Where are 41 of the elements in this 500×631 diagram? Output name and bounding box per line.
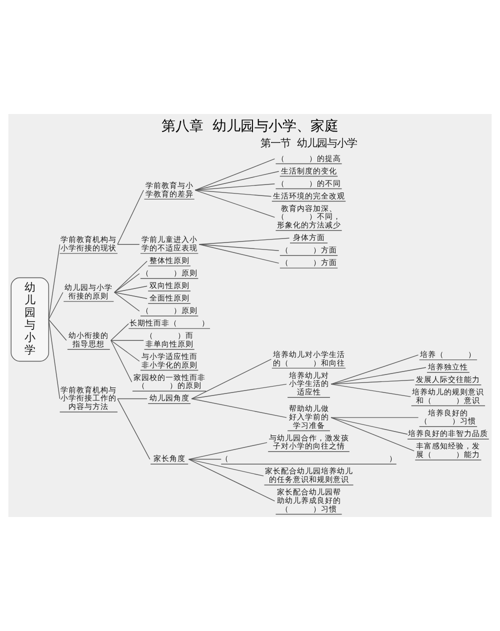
connector — [194, 158, 276, 190]
connector — [330, 354, 419, 385]
node-box: 幼儿园与小学 — [10, 277, 50, 362]
connector — [198, 244, 280, 251]
connector — [117, 398, 148, 400]
connector — [48, 292, 64, 320]
connector — [191, 358, 272, 400]
connector — [110, 340, 132, 382]
connector — [48, 319, 60, 400]
connector — [110, 323, 129, 341]
diagram-title: 第八章 幼儿园与小学、家庭 — [162, 118, 338, 135]
connector — [330, 380, 414, 385]
connector — [330, 417, 408, 435]
connector — [188, 458, 264, 476]
connector — [117, 244, 140, 245]
connector — [191, 398, 287, 418]
connector — [188, 442, 268, 460]
connector — [110, 340, 144, 341]
connector — [188, 458, 222, 460]
connector — [194, 190, 276, 218]
connector — [114, 273, 140, 293]
connector — [117, 398, 150, 460]
connector — [198, 244, 280, 264]
connector — [330, 417, 414, 452]
connector — [330, 367, 426, 385]
connector — [48, 244, 60, 320]
connector — [194, 171, 280, 190]
connector — [188, 458, 276, 502]
connector — [191, 384, 287, 400]
connector — [114, 286, 148, 293]
connector — [114, 260, 148, 293]
label: 第一节 幼儿园与小学 — [260, 138, 358, 150]
connector — [330, 417, 419, 418]
connector — [117, 190, 144, 245]
connector — [110, 340, 140, 362]
connector — [194, 184, 276, 190]
connector — [194, 190, 272, 197]
connector — [114, 292, 140, 312]
connector — [330, 384, 411, 398]
connector — [48, 319, 67, 341]
connector — [114, 292, 148, 299]
